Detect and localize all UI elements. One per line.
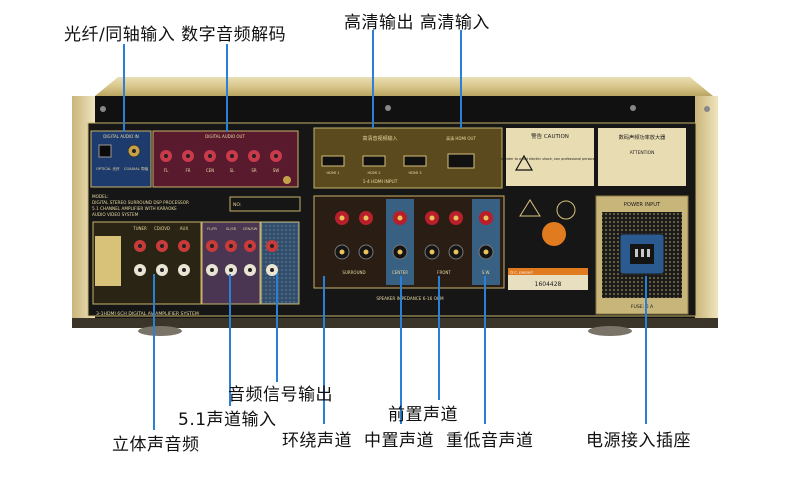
no-label: NO: <box>233 202 241 208</box>
screw <box>704 106 710 112</box>
hdmi-port[interactable] <box>403 155 427 167</box>
certification-logo <box>556 200 576 220</box>
leader-line <box>276 274 278 382</box>
leader-line <box>372 30 374 128</box>
callout-center: 中置声道 <box>364 431 434 451</box>
callout-power: 电源接入插座 <box>586 431 691 451</box>
rca-stereo-grid <box>134 240 190 276</box>
callout-hdmi-io: 高清输出 高清输入 <box>344 13 490 33</box>
screw <box>385 105 391 111</box>
out-label: SL <box>230 168 236 173</box>
certification-logo <box>519 199 541 217</box>
foot <box>138 326 182 336</box>
warning-icon <box>514 154 534 171</box>
digital-audio-in-panel <box>90 130 152 188</box>
digital-in-label: DIGITAL AUDIO IN <box>103 134 138 139</box>
out-label: SW <box>273 168 280 173</box>
leader-line <box>460 30 462 128</box>
hdmi-input-label: 1-4 HDMI INPUT <box>363 179 398 185</box>
leader-line <box>645 276 647 424</box>
out-label: FR <box>185 168 190 173</box>
rca-51-grid <box>206 240 256 276</box>
callout-optical-coax: 光纤/同轴输入 数字音频解码 <box>64 25 287 45</box>
out-label: CEN <box>206 168 214 173</box>
ground-screw <box>283 176 291 184</box>
speaker-label: CENTER <box>392 270 408 275</box>
chassis-side-right <box>695 96 718 328</box>
model-label: MODEL: <box>92 194 109 199</box>
model-line: DIGITAL STEREO SURROUND DSP PROCESSOR <box>92 200 189 205</box>
foot <box>588 326 632 336</box>
callout-front: 前置声道 <box>388 405 458 425</box>
out-label: FL <box>164 168 169 173</box>
coaxial-label: COAXIAL 同轴 <box>124 166 148 171</box>
callout-audio-out: 音频信号输出 <box>228 385 333 405</box>
bottom-title: 3-1HDMI 6CH DIGITAL AV AMPLIFIER SYSTEM <box>96 311 199 317</box>
hdmi-out-label: 高清 HDMI OUT <box>446 135 476 141</box>
qc-seal <box>542 222 566 246</box>
hdmi-out-port[interactable] <box>447 153 475 169</box>
screw <box>630 105 636 111</box>
digital-out-label: DIGITAL AUDIO OUT <box>205 134 245 139</box>
impedance-label: SPEAKER IMPEDANCE 6-16 OHM <box>376 296 444 301</box>
leader-line <box>229 274 231 406</box>
caution-label <box>506 128 594 186</box>
stereo-input-panel <box>92 221 202 305</box>
callout-subwoofer: 重低音声道 <box>446 431 534 451</box>
chassis-top <box>95 77 713 96</box>
model-line: AUDIO VIDEO SYSTEM <box>92 212 139 217</box>
caution-text: In order to avoid electric shock, non pr… <box>501 157 620 161</box>
ch51-label: FL/FR <box>207 227 217 231</box>
hdmi-title: 高清音视频输入 <box>362 135 397 142</box>
speaker-label: S.W. <box>482 270 491 275</box>
ch51-label: CEN/SW <box>243 227 258 231</box>
screw <box>100 106 106 112</box>
tuner-label: CD/DVD <box>154 226 170 231</box>
leader-line <box>323 276 325 424</box>
ch51-label: SL/SR <box>226 227 237 231</box>
optical-port[interactable] <box>98 144 112 158</box>
attention-label <box>598 128 686 186</box>
ch51-input-panel <box>201 221 261 305</box>
tuner-label: AUX <box>180 226 189 231</box>
fuse-label: FUSE: 6 A <box>631 304 654 310</box>
leader-line <box>438 276 440 400</box>
hdmi-port-label: HDMI 3 <box>408 171 421 175</box>
leader-line <box>153 274 155 430</box>
callout-stereo: 立体声音频 <box>112 435 200 455</box>
hdmi-port[interactable] <box>321 155 345 167</box>
qc-text: Q.C. passed <box>510 270 533 275</box>
speaker-binding-posts <box>334 211 494 260</box>
caution-title: 警告 CAUTION <box>531 132 569 140</box>
serial-number: 1604428 <box>535 281 562 288</box>
optical-label: OPTICAL 光纤 <box>96 166 120 171</box>
hdmi-port-label: HDMI 2 <box>367 171 380 175</box>
hdmi-port[interactable] <box>362 155 386 167</box>
model-line: 5.1 CHANNEL AMPLIFIER WITH KARAOKE <box>92 206 177 211</box>
hdmi-port-label: HDMI 1 <box>326 171 339 175</box>
callout-surround: 环绕声道 <box>282 431 352 451</box>
callout-51-input: 5.1声道输入 <box>178 410 277 430</box>
warn-title: 数码声频功率放大器 <box>619 133 667 141</box>
rca-out-row <box>160 150 282 162</box>
speaker-label: SURROUND <box>342 270 365 275</box>
out-label: SR <box>251 168 257 173</box>
power-input-label: POWER INPUT <box>624 202 661 208</box>
leader-line <box>123 44 125 132</box>
leader-line <box>400 276 402 424</box>
tuner-label: TUNER <box>132 226 147 231</box>
speaker-label: FRONT <box>437 270 451 275</box>
leader-line <box>484 276 486 424</box>
attention-text: ATTENTION <box>630 150 655 156</box>
leader-line <box>226 44 228 132</box>
